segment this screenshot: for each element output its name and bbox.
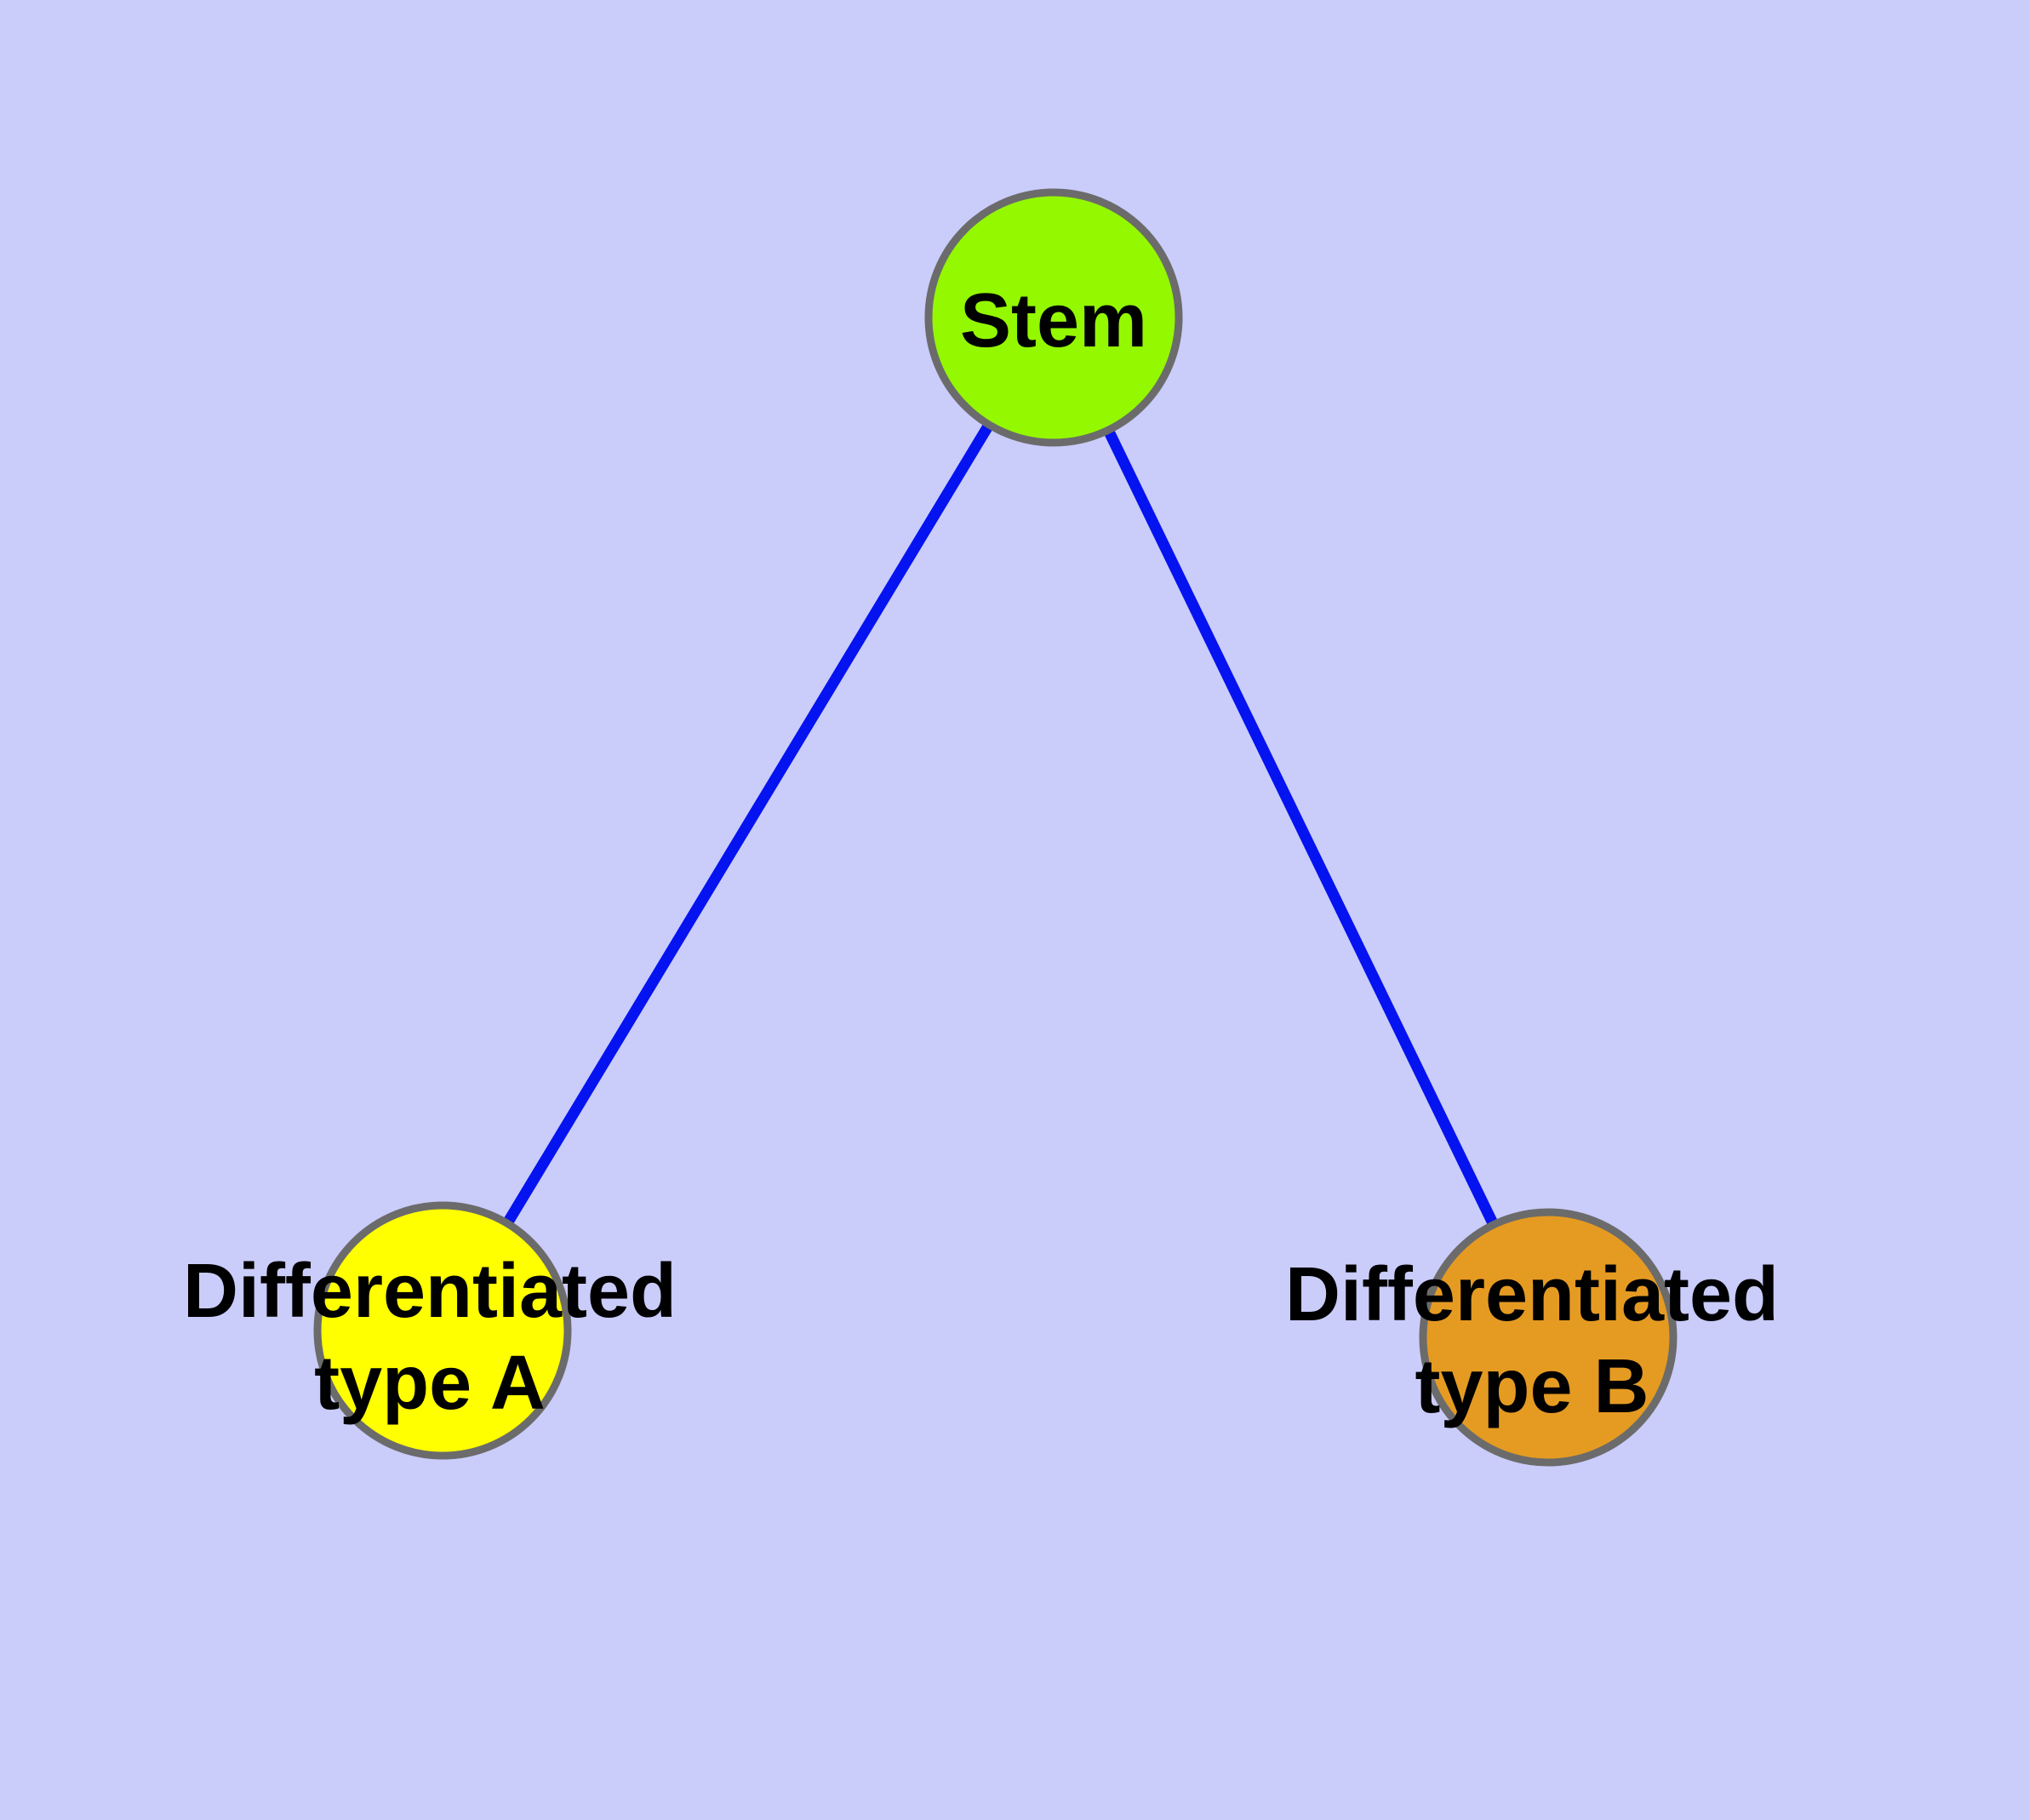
type-b-node-label-line2: type B (1415, 1344, 1649, 1429)
type-a-node-label-line1: Differentiated (183, 1249, 677, 1334)
edge-stem-to-type-b (1049, 315, 1553, 1340)
stem-node-label: Stem (960, 278, 1147, 363)
type-b-node-label-line1: Differentiated (1285, 1252, 1779, 1337)
type-b-node (1419, 1208, 1677, 1467)
edge-stem-to-type-a (437, 314, 1059, 1334)
type-a-node-label-line2: type A (314, 1341, 546, 1426)
stem-node (924, 188, 1183, 447)
type-a-node (313, 1201, 572, 1460)
